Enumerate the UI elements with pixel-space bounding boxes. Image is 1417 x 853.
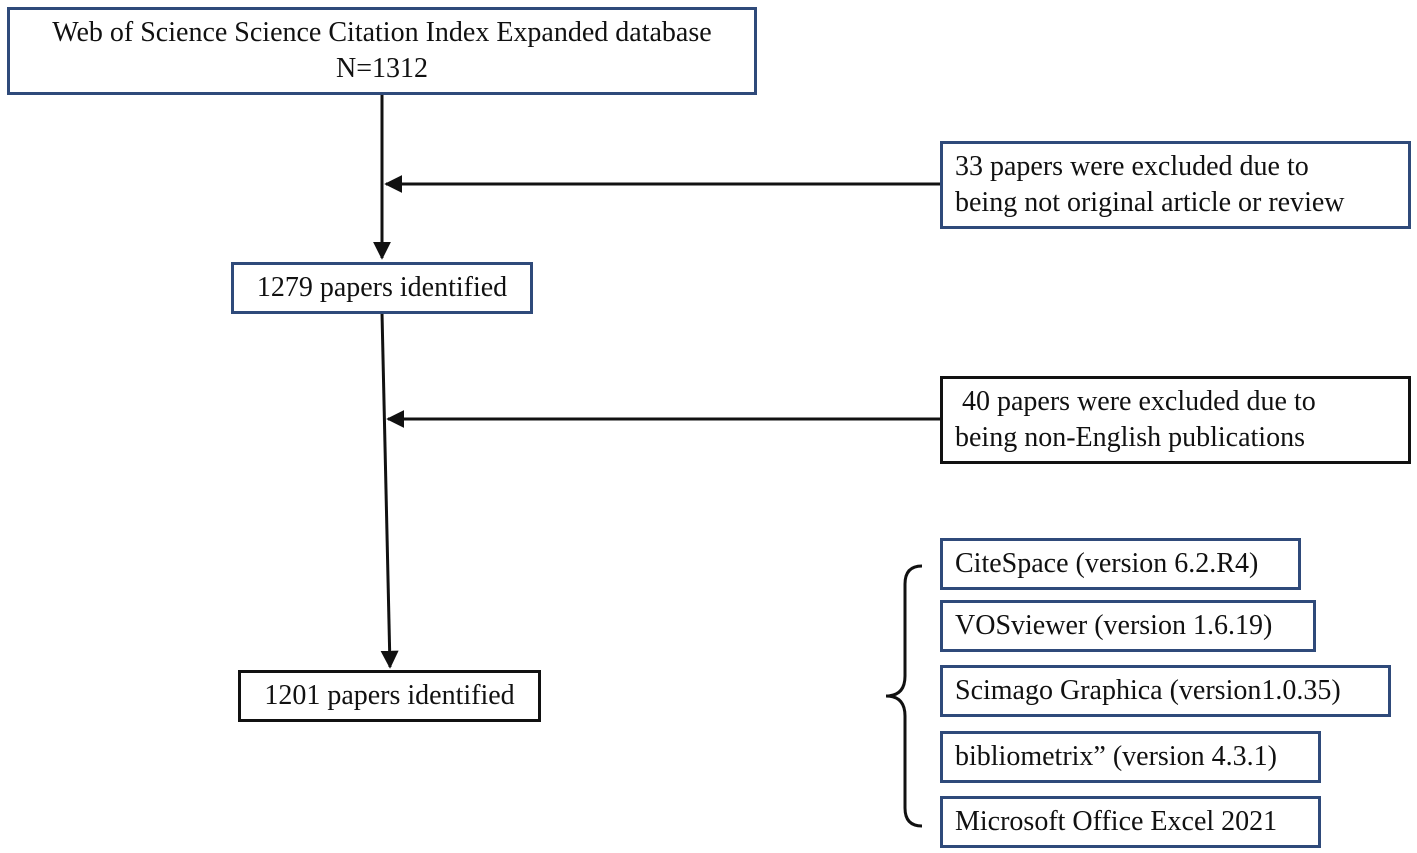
identified-box-1279: 1279 papers identified [231,262,533,314]
source-database-label: Web of Science Science Citation Index Ex… [52,17,712,48]
identified-1279-label: 1279 papers identified [256,272,508,303]
source-count: N=1312 [335,53,428,84]
tool-excel-label: Microsoft Office Excel 2021 [955,806,1278,837]
exclusion-2-line-1: 40 papers were excluded due to [955,386,1316,417]
identified-1201-label: 1201 papers identified [264,680,515,711]
tool-bibliometrix-label: bibliometrix” (version 4.3.1) [955,741,1277,772]
exclusion-2-line-2: being non-English publications [955,422,1305,453]
source-database-box: Web of Science Science Citation Index Ex… [7,7,757,95]
tool-box-bibliometrix: bibliometrix” (version 4.3.1) [940,731,1321,783]
tool-vosviewer-label: VOSviewer (version 1.6.19) [955,610,1273,641]
exclusion-box-not-original: 33 papers were excluded due to being not… [940,141,1411,229]
tool-box-vosviewer: VOSviewer (version 1.6.19) [940,600,1316,652]
tool-box-excel: Microsoft Office Excel 2021 [940,796,1321,848]
exclusion-box-non-english: 40 papers were excluded due to being non… [940,376,1411,464]
exclusion-1-line-2: being not original article or review [955,187,1345,218]
tool-citespace-label: CiteSpace (version 6.2.R4) [955,548,1259,579]
tool-box-scimago-graphica: Scimago Graphica (version1.0.35) [940,665,1391,717]
arrow-1279-to-1201 [380,312,399,669]
tools-brace [885,564,923,828]
identified-box-1201: 1201 papers identified [238,670,541,722]
exclusion-1-line-1: 33 papers were excluded due to [955,151,1309,182]
tool-scimago-label: Scimago Graphica (version1.0.35) [955,675,1341,706]
tool-box-citespace: CiteSpace (version 6.2.R4) [940,538,1301,590]
